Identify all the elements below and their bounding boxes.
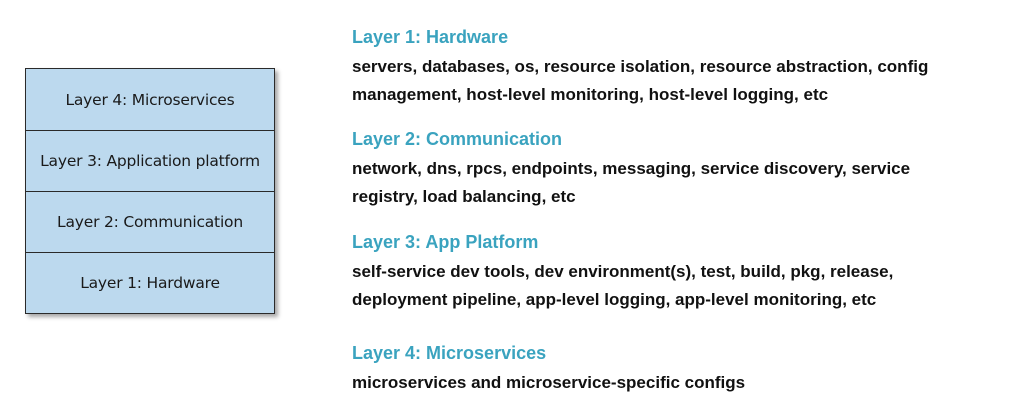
stack-layer-hardware: Layer 1: Hardware <box>26 252 274 313</box>
layer-detail-line: servers, databases, os, resource isolati… <box>352 57 929 76</box>
layer-stack-diagram: Layer 4: Microservices Layer 3: Applicat… <box>25 68 275 314</box>
layer-description-communication: Layer 2: Communication network, dns, rpc… <box>352 128 1012 211</box>
layer-description-hardware: Layer 1: Hardware servers, databases, os… <box>352 26 1012 109</box>
stack-layer-application-platform: Layer 3: Application platform <box>26 130 274 191</box>
layer-heading: Layer 3: App Platform <box>352 232 539 252</box>
layer-detail-line: microservices and microservice-specific … <box>352 373 746 392</box>
layer-description-microservices: Layer 4: Microservices microservices and… <box>352 342 1012 397</box>
stack-layer-communication: Layer 2: Communication <box>26 191 274 252</box>
layer-detail-line: network, dns, rpcs, endpoints, messaging… <box>352 159 911 178</box>
layer-detail-line: management, host-level monitoring, host-… <box>352 85 829 104</box>
layer-heading: Layer 1: Hardware <box>352 27 509 47</box>
layer-heading: Layer 2: Communication <box>352 129 563 149</box>
layer-detail-line: deployment pipeline, app-level logging, … <box>352 290 877 309</box>
layer-heading: Layer 4: Microservices <box>352 343 547 363</box>
layer-description-app-platform: Layer 3: App Platform self-service dev t… <box>352 231 1012 314</box>
layer-detail-line: registry, load balancing, etc <box>352 187 576 206</box>
layer-detail-line: self-service dev tools, dev environment(… <box>352 262 894 281</box>
stack-layer-microservices: Layer 4: Microservices <box>65 90 235 109</box>
